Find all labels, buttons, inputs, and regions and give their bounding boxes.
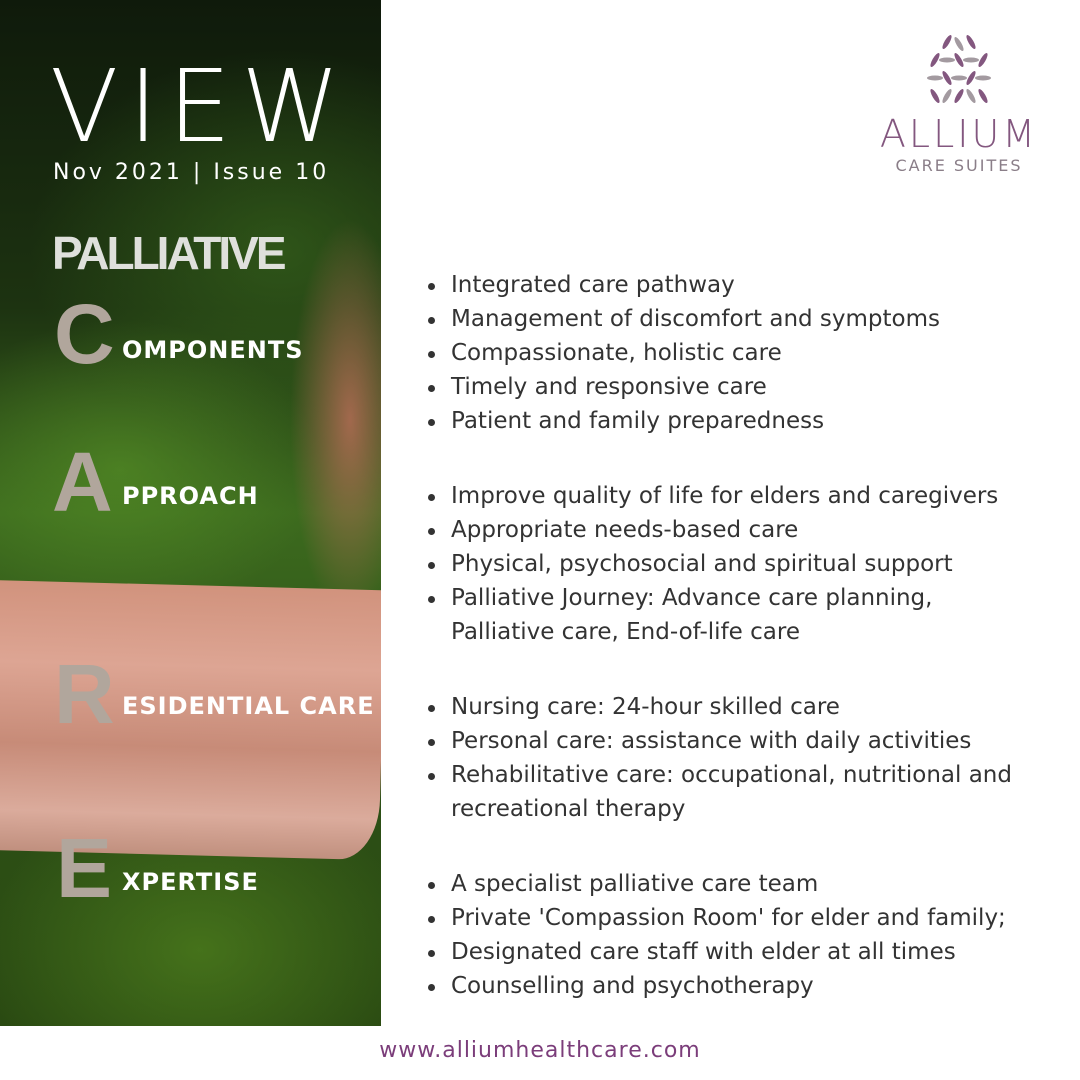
flower-of-life-icon: [927, 34, 991, 104]
letter-r: R: [54, 647, 115, 741]
list-item: Palliative Journey: Advance care plannin…: [426, 581, 991, 649]
components-list: Integrated care pathway Management of di…: [426, 268, 940, 438]
photo-panel: VIEW Nov 2021 | Issue 10 PALLIATIVE C OM…: [0, 0, 381, 1026]
list-item: Appropriate needs-based care: [426, 513, 1046, 547]
footer-url[interactable]: www.alliumhealthcare.com: [0, 1038, 1080, 1063]
word-residential-care: ESIDENTIAL CARE: [122, 692, 375, 720]
list-item: Timely and responsive care: [426, 370, 940, 404]
list-item: Designated care staff with elder at all …: [426, 935, 1066, 969]
list-item: Patient and family preparedness: [426, 404, 940, 438]
logo-name: ALLIUM: [879, 112, 1039, 156]
list-item: Personal care: assistance with daily act…: [426, 724, 1026, 758]
list-item: Physical, psychosocial and spiritual sup…: [426, 547, 1046, 581]
word-components: OMPONENTS: [122, 336, 304, 364]
expertise-list: A specialist palliative care team Privat…: [426, 867, 1066, 1003]
residential-care-list: Nursing care: 24-hour skilled care Perso…: [426, 690, 1026, 826]
list-item: Integrated care pathway: [426, 268, 940, 302]
issue-label: Nov 2021 | Issue 10: [53, 160, 330, 185]
letter-e: E: [56, 821, 113, 915]
word-approach: PPROACH: [122, 482, 259, 510]
list-item: Private 'Compassion Room' for elder and …: [426, 901, 1066, 935]
list-item: Management of discomfort and symptoms: [426, 302, 940, 336]
letter-a: A: [52, 435, 113, 529]
list-item: Nursing care: 24-hour skilled care: [426, 690, 1026, 724]
palliative-heading: PALLIATIVE: [52, 227, 287, 279]
word-expertise: XPERTISE: [122, 868, 259, 896]
approach-list: Improve quality of life for elders and c…: [426, 479, 1046, 649]
list-item: Improve quality of life for elders and c…: [426, 479, 1046, 513]
website-link[interactable]: www.alliumhealthcare.com: [379, 1038, 701, 1063]
list-item: Rehabilitative care: occupational, nutri…: [426, 758, 1021, 826]
newsletter-title: VIEW: [50, 48, 350, 165]
list-item: Compassionate, holistic care: [426, 336, 940, 370]
list-item: A specialist palliative care team: [426, 867, 1066, 901]
letter-c: C: [54, 287, 115, 381]
allium-logo: ALLIUM CARE SUITES: [866, 34, 1052, 175]
list-item: Counselling and psychotherapy: [426, 969, 1066, 1003]
logo-tagline: CARE SUITES: [895, 156, 1023, 175]
